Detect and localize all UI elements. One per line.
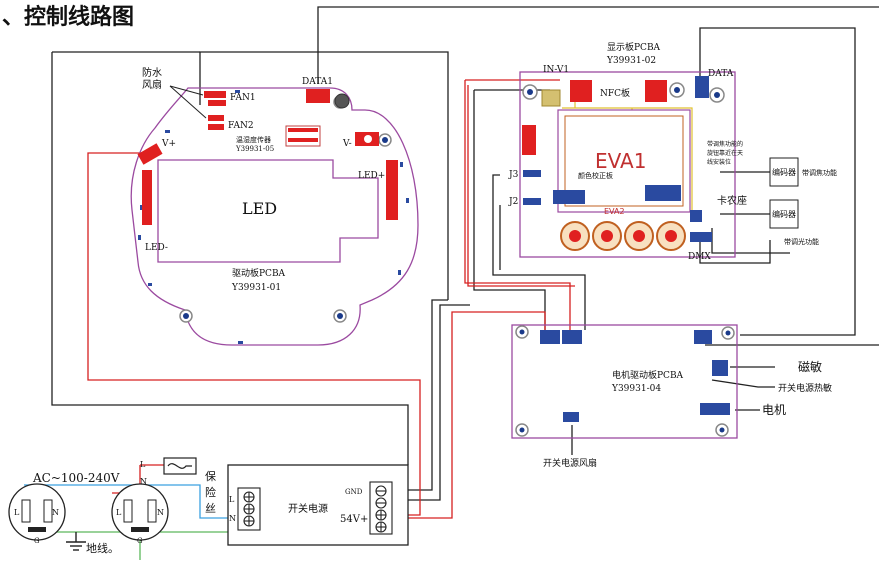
outlet-right [111,483,169,541]
display-board-name: 显示板PCBA [607,41,661,53]
focus-note-1: 带调焦功能的 [707,140,743,148]
temp-sensor-pins [288,128,318,142]
driver-edge-dots [138,90,409,344]
ground-label: 地线。 [86,541,119,555]
fan-connectors [204,91,226,130]
j2-label: J2 [508,197,518,207]
in-v1-pad [541,89,561,107]
temp-sensor-id: Y39931-05 [235,145,274,153]
ac-label: AC~100-240V [32,471,120,485]
v54-label: 54V+ [340,514,368,525]
v-plus-connector [137,143,163,165]
magnet-label: 磁敏 [798,359,822,374]
fan-pointers [169,85,207,119]
fan2-label: FAN2 [228,121,254,131]
temp-sensor-label: 温湿度传器 [236,135,271,144]
psu-label: 开关电源 [288,502,328,515]
v-minus-pin [364,135,372,143]
driver-board-name: 驱动板PCBA [232,267,286,279]
n-wire-label: N [140,477,147,486]
encoder-light-label: 带调光功能 [784,237,819,246]
fuse-icon [163,457,197,475]
driver-board-outline [130,87,419,346]
color-board-label: 颜色校正板 [578,171,613,180]
thermal-label: 开关电源热敏 [778,382,832,394]
dmx-label: DMX [688,252,711,262]
gnd-label: GND [345,488,363,496]
data1-label: DATA1 [302,77,333,87]
encoder-focus-label: 带调焦功能 [802,168,837,177]
motor-board-name: 电机驱动板PCBA [612,369,684,381]
psu-output-screws [375,485,387,533]
nfc-label: NFC板 [600,87,630,99]
eva2-label: EVA2 [604,207,625,216]
outlet-left [8,483,66,541]
display-red-parts [522,80,667,155]
fuse-label-2: 险 [205,485,216,499]
led-label: LED [242,199,277,218]
encoder-1-label: 编码器 [772,167,796,177]
driver-board-id: Y39931-01 [231,283,281,293]
l-wire-label: L [140,460,146,469]
v-plus-label: V+ [161,139,176,149]
red-wires [87,79,575,519]
ground-icon [66,532,86,551]
led-minus-strip [142,170,152,225]
display-connectors [523,170,712,242]
fuse-label-3: 丝 [205,502,216,515]
motor-board-holes [515,325,735,437]
motor-board-outline [511,324,738,439]
data-label: DATA [708,69,734,79]
data1-connector [306,89,330,103]
led-area [157,159,379,263]
eva2-leds [560,221,686,251]
encoder-box-1 [769,157,799,187]
outlet-right-n: N [157,508,164,517]
outlet-right-g: G [137,537,143,545]
led-plus-label: LED+ [358,171,385,181]
fans-label-1: 防水 [142,66,162,79]
outlet-right-l: L [116,508,122,517]
outlet-left-n: N [52,508,59,517]
display-board-outline [519,71,736,258]
encoder-2-label: 编码器 [772,209,796,219]
in-v1-label: IN-V1 [543,65,569,75]
outlet-left-l: L [14,508,20,517]
eva1-label: EVA1 [595,149,646,173]
psu-input-screws [243,491,255,527]
psu-fan-label: 开关电源风扇 [543,457,597,469]
focus-note-3: 线安装位 [707,158,731,166]
card-slot-label: 卡农座 [717,194,747,207]
motor-board-connectors [540,330,730,422]
motor-board-id: Y39931-04 [611,384,661,394]
motor-label: 电机 [762,403,786,417]
fan1-label: FAN1 [230,93,256,103]
focus-note-2: 旋钮靠近在天 [707,149,743,157]
led-minus-label: LED- [145,243,168,253]
outlet-left-g: G [34,537,40,545]
encoder-box-2 [769,199,799,229]
eva2-connector [645,185,681,201]
v-minus-label: V- [342,139,352,149]
psu-l-label: L [229,495,235,504]
data1-hole-icon [334,93,350,109]
fuse-label-1: 保 [205,469,216,483]
diagram-title: 、控制线路图 [2,4,134,30]
color-board-connector [553,190,585,204]
display-board-id: Y39931-02 [606,56,656,66]
psu-n-label: N [229,514,236,523]
j3-label: J3 [508,170,519,180]
led-plus-strip [386,160,398,220]
data-connector [695,76,709,98]
fans-label-2: 风扇 [142,78,162,91]
blue-wires [24,484,228,519]
